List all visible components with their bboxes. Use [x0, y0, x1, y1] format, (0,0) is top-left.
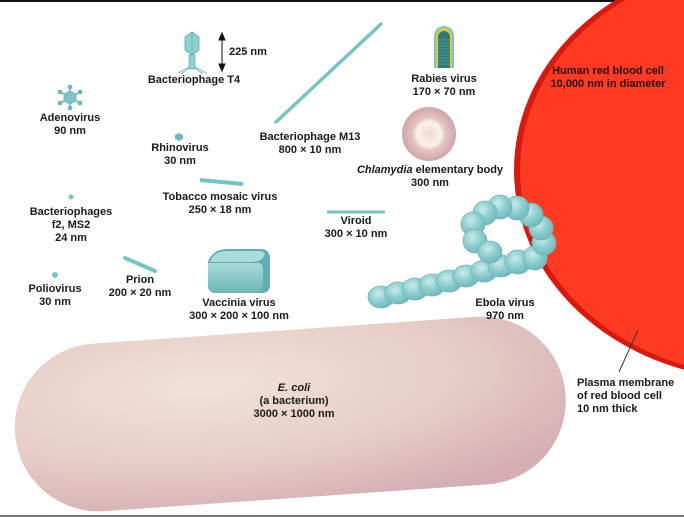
red-blood-cell-size: 10,000 nm in diameter: [550, 78, 666, 90]
bacteriophage-m13-size: 800 × 10 nm: [278, 144, 342, 156]
ecoli-bacterium: [14, 316, 566, 512]
top-border: [0, 0, 684, 2]
vaccinia-virus-label: Vaccinia virus 300 × 200 × 100 nm: [189, 297, 289, 323]
ebola-virus-label: Ebola virus 970 nm: [475, 297, 534, 323]
ebola-virus-shape: [367, 194, 557, 309]
rabies-virus-shape: [434, 26, 454, 68]
red-blood-cell-name: Human red blood cell: [552, 65, 664, 77]
vaccinia-virus-size: 300 × 200 × 100 nm: [189, 310, 289, 322]
chlamydia-shape: [402, 107, 456, 161]
rabies-virus-label: Rabies virus 170 × 70 nm: [411, 73, 476, 99]
ecoli-desc: (a bacterium): [259, 395, 329, 407]
chlamydia-label: Chlamydia elementary body 300 nm: [357, 164, 503, 190]
chlamydia-name-italic: Chlamydia: [356, 164, 413, 176]
bacteriophages-f2-ms2-size: 24 nm: [55, 232, 87, 244]
adenovirus-shape: [57, 84, 83, 111]
viroid-label: Viroid 300 × 10 nm: [325, 215, 388, 241]
bacteriophage-m13-name: Bacteriophage M13: [259, 131, 361, 143]
bacteriophage-m13-shape: [274, 22, 383, 124]
rhinovirus-shape: [175, 133, 183, 141]
plasma-membrane-pointer: [618, 329, 639, 373]
bacteriophages-f2-ms2-label: Bacteriophages f2, MS2 24 nm: [30, 206, 113, 245]
poliovirus-label: Poliovirus 30 nm: [28, 283, 81, 309]
ecoli-size: 3000 × 1000 nm: [253, 408, 335, 420]
red-blood-cell-label: Human red blood cell 10,000 nm in diamet…: [551, 65, 666, 91]
bacteriophage-m13-label: Bacteriophage M13 800 × 10 nm: [260, 131, 361, 157]
ebola-virus-size: 970 nm: [486, 310, 524, 322]
bacteriophages-f2-ms2-shape: [68, 194, 74, 200]
ecoli-name: E. coli: [277, 382, 311, 394]
bacteriophage-t4-label: Bacteriophage T4: [147, 74, 241, 86]
bottom-border: [0, 515, 684, 517]
bacteriophages-f2-ms2-name2: f2, MS2: [51, 219, 91, 231]
ebola-loop-hole: [499, 224, 521, 246]
chlamydia-name-rest: elementary body: [412, 164, 504, 176]
viroid-name: Viroid: [340, 215, 372, 227]
plasma-membrane-line2: of red blood cell: [577, 390, 662, 402]
rabies-virus-size: 170 × 70 nm: [412, 86, 476, 98]
prion-shape: [123, 256, 157, 273]
prion-label: Prion 200 × 20 nm: [109, 274, 172, 300]
adenovirus-size: 90 nm: [54, 125, 86, 137]
height-arrow: [218, 31, 226, 73]
vaccinia-virus-name: Vaccinia virus: [202, 297, 276, 309]
tobacco-mosaic-virus-label: Tobacco mosaic virus 250 × 18 nm: [163, 191, 278, 217]
poliovirus-shape: [52, 272, 58, 278]
chlamydia-size: 300 nm: [411, 177, 449, 189]
poliovirus-name: Poliovirus: [28, 283, 82, 295]
adenovirus-name: Adenovirus: [39, 112, 101, 124]
poliovirus-size: 30 nm: [39, 296, 71, 308]
viroid-size: 300 × 10 nm: [324, 228, 388, 240]
tobacco-mosaic-virus-size: 250 × 18 nm: [188, 204, 252, 216]
red-blood-cell: [514, 0, 684, 370]
plasma-membrane-line1: Plasma membrane: [577, 377, 675, 389]
plasma-membrane-line3: 10 nm thick: [577, 403, 638, 415]
rhinovirus-size: 30 nm: [164, 155, 196, 167]
prion-name: Prion: [125, 274, 155, 286]
ebola-virus-name: Ebola virus: [475, 297, 535, 309]
adenovirus-label: Adenovirus 90 nm: [40, 112, 101, 138]
ecoli-label: E. coli (a bacterium) 3000 × 1000 nm: [253, 382, 334, 421]
rhinovirus-name: Rhinovirus: [151, 142, 209, 154]
bacteriophage-t4-shape: [177, 31, 207, 75]
bacteriophages-f2-ms2-name: Bacteriophages: [29, 206, 113, 218]
rhinovirus-label: Rhinovirus 30 nm: [151, 142, 208, 168]
tobacco-mosaic-virus-shape: [199, 178, 244, 186]
rabies-virus-name: Rabies virus: [411, 73, 477, 85]
prion-size: 200 × 20 nm: [108, 287, 172, 299]
vaccinia-virus-shape: [208, 249, 271, 293]
bacteriophage-t4-size: 225 nm: [229, 46, 267, 58]
plasma-membrane-label: Plasma membrane of red blood cell 10 nm …: [577, 377, 674, 416]
tobacco-mosaic-virus-name: Tobacco mosaic virus: [162, 191, 278, 203]
